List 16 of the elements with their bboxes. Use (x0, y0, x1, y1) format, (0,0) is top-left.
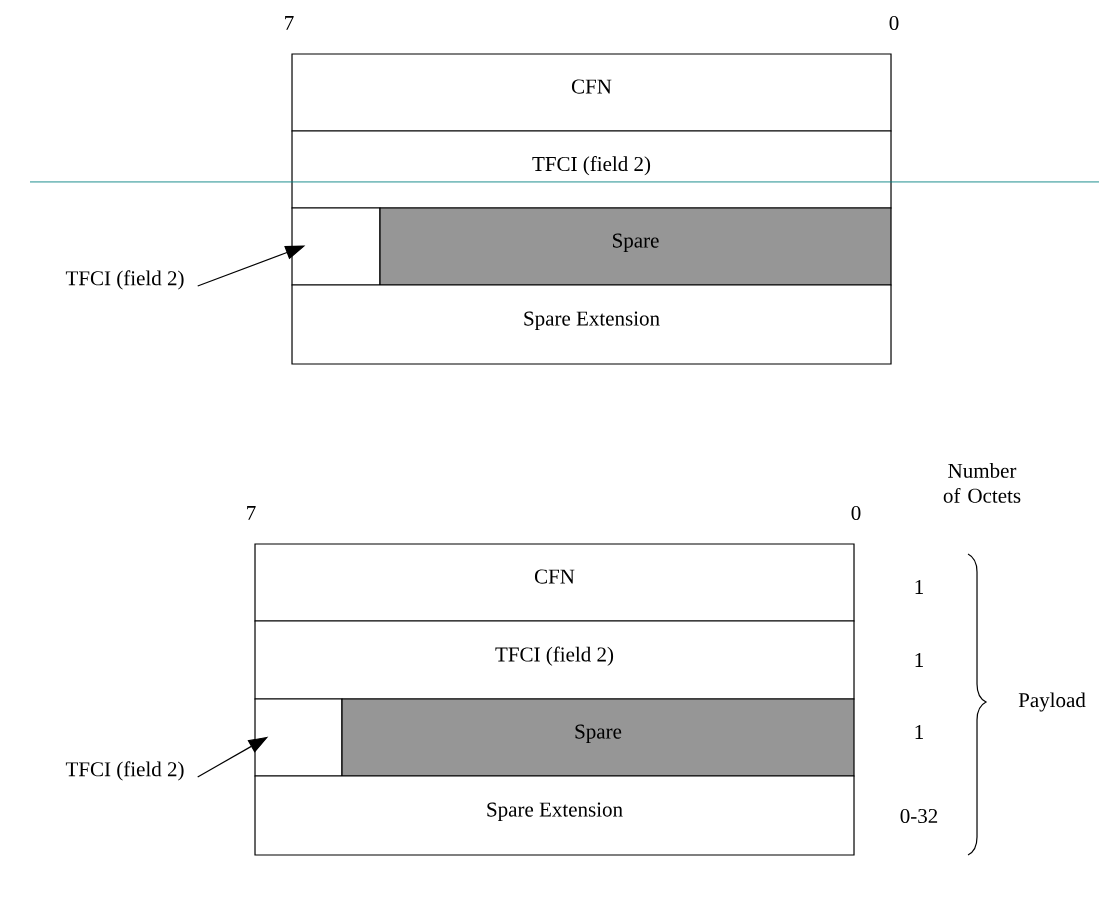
bit-number: 7 (247, 506, 256, 520)
octet-count: 1 (915, 580, 923, 594)
bit-number: 7 (285, 16, 294, 30)
field-box: CFN (254, 543, 855, 622)
field-box: CFN (291, 53, 892, 132)
bit-number: 0 (851, 505, 861, 521)
field-label: TFCI (field 2) (65, 270, 184, 290)
field-label: TFCI (field 2) (65, 761, 184, 781)
brace-label: Payload (1018, 692, 1086, 712)
field-box: Spare (379, 207, 892, 286)
column-heading: Number of Octets (943, 463, 1021, 503)
octet-count: 1 (915, 725, 923, 739)
bit-number: 0 (889, 15, 899, 31)
octet-count: 0-32 (900, 808, 938, 824)
field-box: Spare (341, 698, 855, 777)
octet-count: 1 (915, 653, 923, 667)
